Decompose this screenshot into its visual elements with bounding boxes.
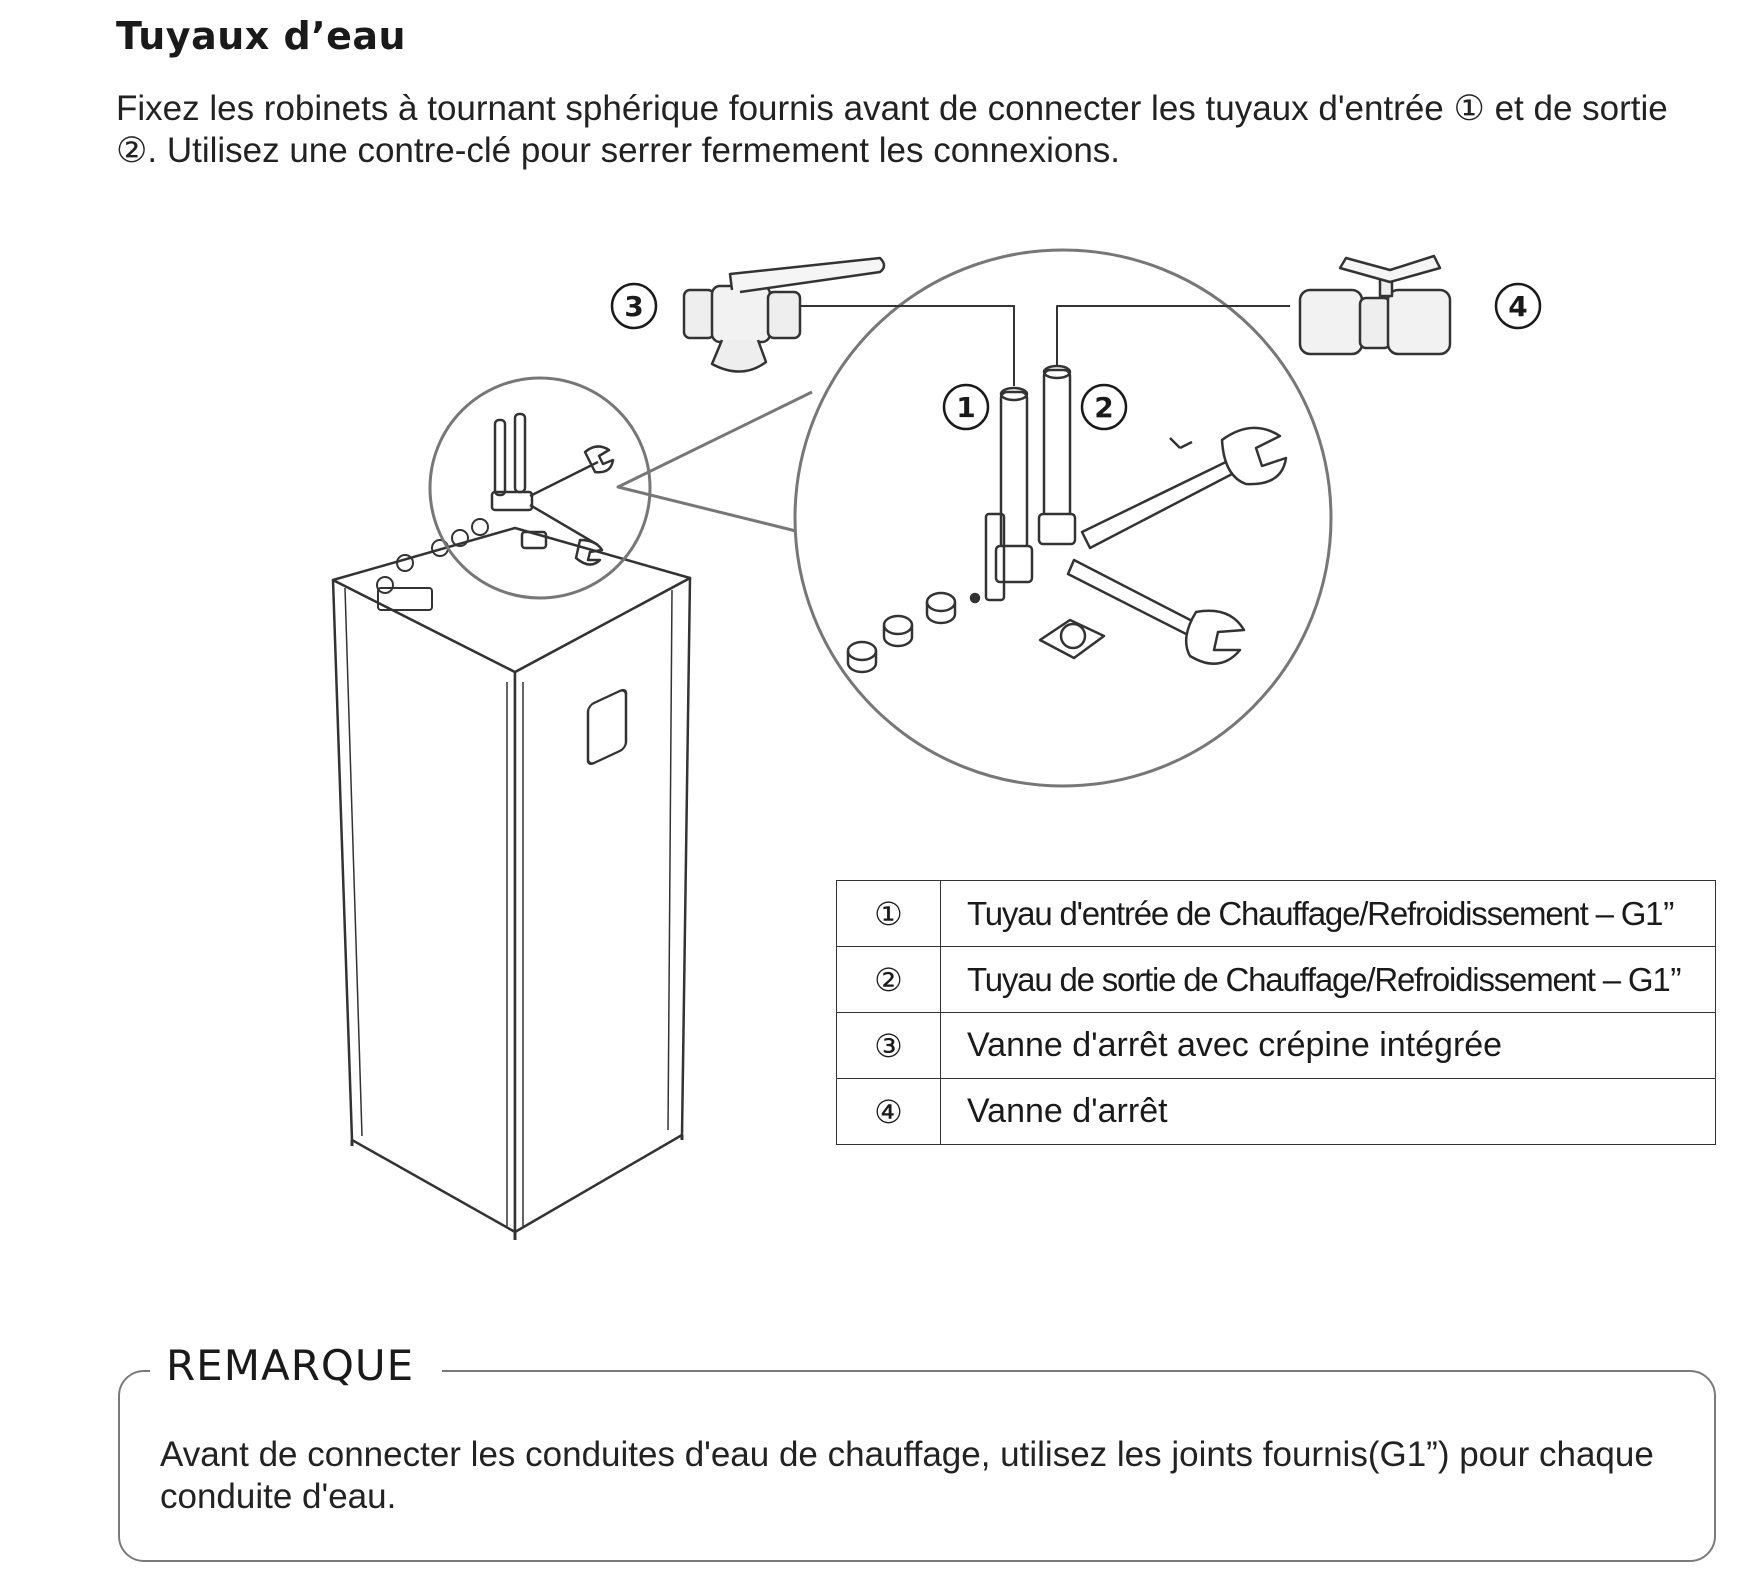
legend-number: ① [836,880,941,947]
callout-2: 2 [1094,391,1113,424]
legend-number: ④ [836,1078,941,1145]
legend-number: ③ [836,1012,941,1079]
shutoff-valve [1298,254,1452,356]
legend-number: ② [836,946,941,1013]
note-title: REMARQUE [150,1341,443,1390]
legend-text: Vanne d'arrêt avec crépine intégrée [940,1012,1716,1079]
callout-4: 4 [1508,290,1527,323]
large-detail-circle [793,248,1333,788]
callout-1: 1 [956,391,975,424]
table-row: ① Tuyau d'entrée de Chauffage/Refroidiss… [836,880,1716,947]
unit-top-fittings [376,518,489,611]
shutoff-valve-strainer [682,256,886,373]
table-row: ④ Vanne d'arrêt [836,1078,1716,1145]
intro-paragraph: Fixez les robinets à tournant sphérique … [116,89,1668,170]
indoor-unit [331,526,692,1240]
note-box [118,1370,1716,1562]
note-text: Avant de connecter les conduites d'eau d… [160,1435,1654,1516]
small-detail-circle [428,376,652,600]
legend-table: ① Tuyau d'entrée de Chauffage/Refroidiss… [836,880,1716,1145]
legend-text: Tuyau de sortie de Chauffage/Refroidisse… [940,946,1716,1013]
page-title: Tuyaux d’eau [116,14,407,58]
callout-3: 3 [624,290,643,323]
legend-text: Vanne d'arrêt [940,1078,1716,1145]
table-row: ③ Vanne d'arrêt avec crépine intégrée [836,1012,1716,1079]
legend-text: Tuyau d'entrée de Chauffage/Refroidissem… [940,880,1716,947]
table-row: ② Tuyau de sortie de Chauffage/Refroidis… [836,946,1716,1013]
